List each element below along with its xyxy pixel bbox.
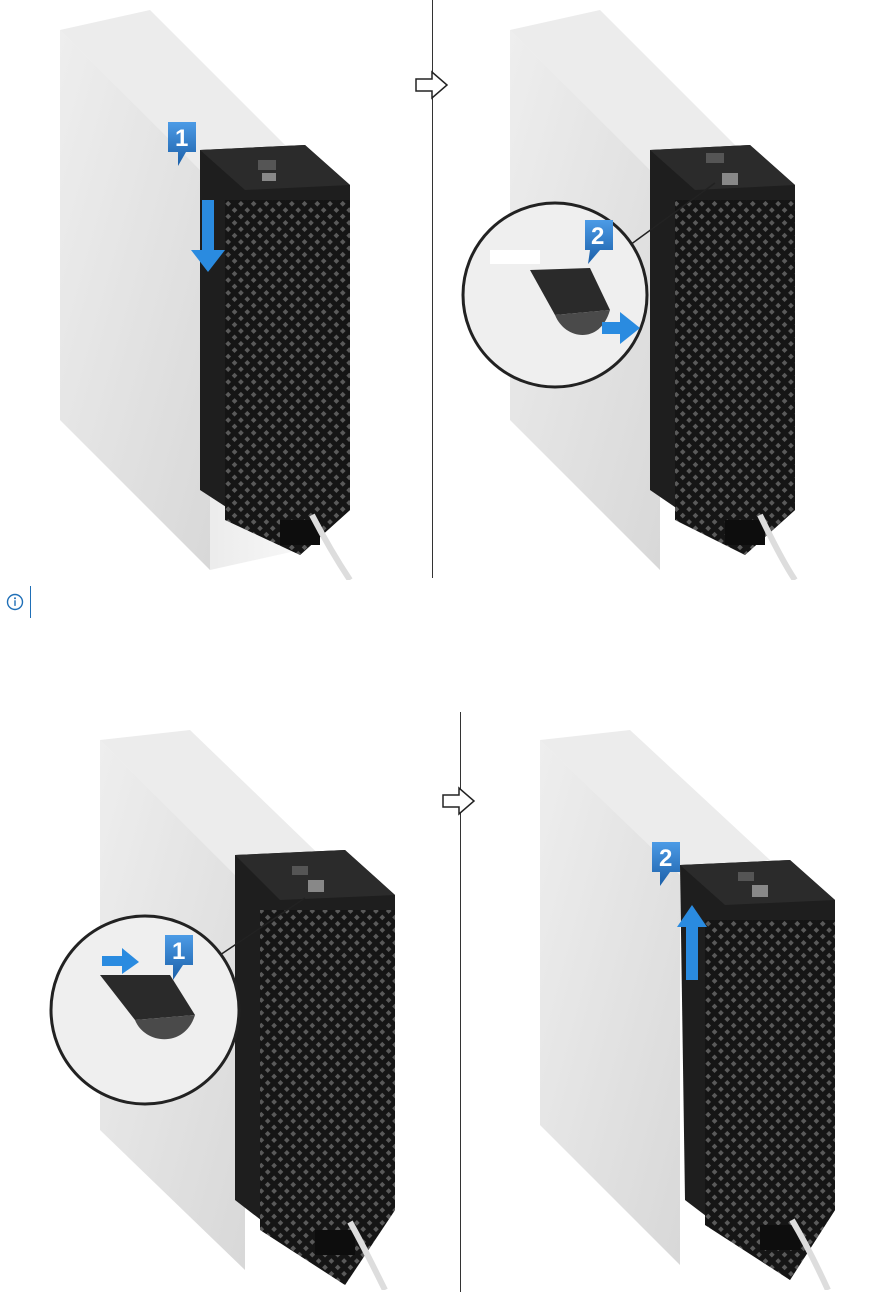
svg-text:1: 1 (175, 125, 188, 152)
svg-text:2: 2 (591, 223, 604, 250)
info-icon (6, 593, 24, 611)
step1-press-tab-panel: 1 (45, 730, 415, 1290)
step1-push-cover-panel: 1 (50, 10, 380, 580)
step2-lift-cover-panel: 2 (530, 730, 870, 1290)
next-step-arrow-icon (414, 70, 450, 100)
step2-press-release-tab-panel: 2 (460, 10, 840, 580)
svg-text:2: 2 (659, 845, 672, 872)
front-cover (235, 850, 395, 1290)
info-note (6, 586, 37, 618)
svg-text:1: 1 (172, 938, 185, 965)
front-cover (650, 145, 795, 580)
next-step-arrow-icon (441, 786, 477, 816)
info-note-bar (30, 586, 31, 618)
